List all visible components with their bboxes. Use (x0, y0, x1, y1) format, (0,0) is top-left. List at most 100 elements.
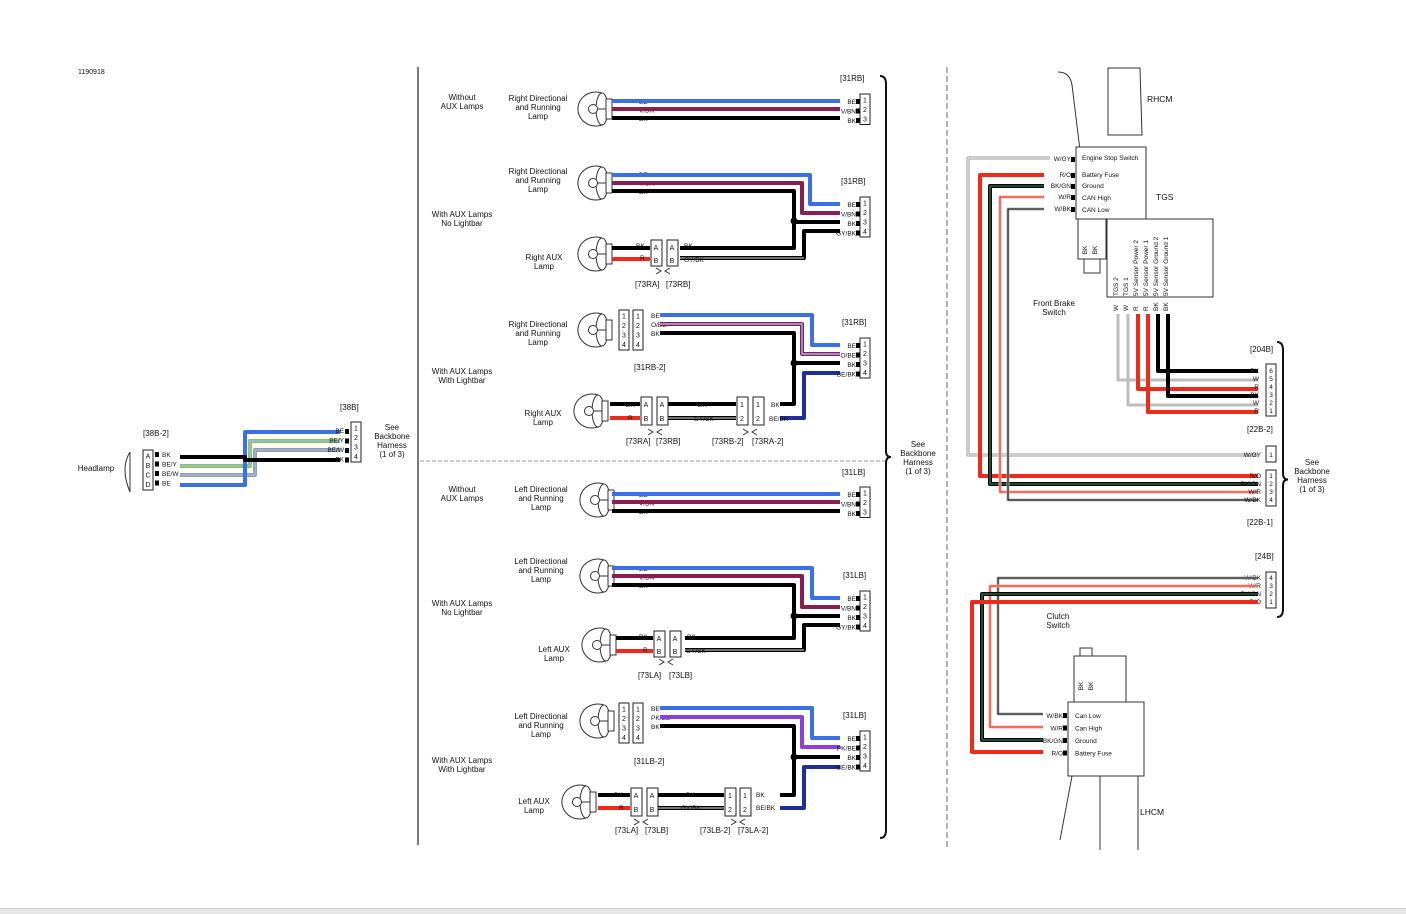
tgs-pin-label: 5V Sensor Ground 1 (1163, 236, 1170, 296)
wire-code: BK (847, 362, 856, 369)
mate-arrow (664, 267, 671, 275)
lamp-label: Left Directional (514, 712, 568, 721)
variant-label: Without (448, 93, 476, 102)
wire-stripe (981, 593, 1258, 741)
pin-letter: B (650, 807, 655, 814)
terminal (345, 438, 349, 444)
wire-w (1126, 314, 1258, 407)
tgs-housing (1106, 218, 1214, 298)
terminal (856, 511, 860, 516)
pin-number: 3 (863, 117, 867, 124)
connector-73rb (666, 239, 679, 267)
wire-code: BK (756, 792, 765, 799)
wire-be-y (180, 439, 340, 468)
wire-bk (612, 583, 840, 618)
pin-number: 1 (1269, 408, 1273, 415)
wire-code: W/BK (1244, 497, 1261, 504)
pin-number: 3 (354, 445, 358, 452)
pin-number: 3 (1269, 583, 1273, 590)
pin-letter: B (660, 416, 665, 423)
pin-letter: A (670, 245, 675, 252)
wire-code: O/BE (651, 322, 667, 329)
pin-number: 4 (636, 342, 640, 349)
pin-letter: B (670, 258, 675, 265)
pin-number: 3 (863, 754, 867, 761)
pin-number: 6 (1269, 368, 1273, 375)
mate-arrow (642, 818, 649, 826)
wire-code: V/BN (841, 502, 856, 509)
connector-31lb-2-lamp (618, 702, 630, 744)
wire-code: BK (698, 402, 707, 409)
terminal (345, 457, 349, 463)
terminal (856, 745, 860, 751)
terminal (856, 230, 860, 236)
lamp-label: Left AUX (518, 797, 550, 806)
connector-31rb-label: [31RB] (842, 318, 866, 327)
connector-31lb-label: [31LB] (843, 711, 866, 720)
lhcm-grip (1099, 776, 1139, 850)
wire-code: BK/GN (1051, 183, 1072, 190)
lamp-bulb (590, 495, 600, 505)
clutch-switch-label: Switch (1046, 621, 1070, 630)
connector-73rb-2-label: [73RB-2] (712, 437, 744, 446)
wire-code: BE (335, 428, 344, 435)
lamp-label: Left Directional (514, 485, 568, 494)
connector-31lb (859, 590, 871, 632)
pin-number: 4 (863, 370, 867, 377)
wire-code: GY/BK (681, 805, 702, 812)
clutch-switch-plunger (1079, 647, 1093, 657)
lamp-socket (607, 710, 615, 732)
wire-code: V/BN (841, 212, 856, 219)
wire-code: R/O (1249, 473, 1261, 480)
lamp-label: Lamp (531, 730, 552, 739)
lamp-label: and Running (518, 721, 563, 730)
connector-31rb-label: [31RB] (840, 74, 864, 83)
wire-code: BE/Y (162, 462, 177, 469)
pin-number: 2 (636, 716, 640, 723)
clutch-switch-body (1073, 655, 1127, 703)
variant-label: Without (448, 485, 476, 494)
terminal (856, 202, 860, 207)
pin-number: 4 (636, 735, 640, 742)
pin-number: 1 (863, 491, 867, 498)
wire-code: PK/BE (837, 746, 857, 753)
headlamp-label: Headlamp (78, 464, 115, 473)
connector-38b (350, 421, 362, 463)
lamp-label: Lamp (528, 185, 549, 194)
wire-code: BK (1088, 681, 1095, 690)
wire-code: BK (847, 511, 856, 518)
wire-bk (660, 331, 840, 365)
wire-code: BK (687, 634, 696, 641)
connector-31rb-2-label: [31RB-2] (634, 363, 666, 372)
terminal (155, 452, 159, 457)
connector-73lb-2 (724, 787, 737, 817)
terminal (856, 99, 860, 104)
pin-number: 3 (1269, 392, 1273, 399)
variant-label: With Lightbar (438, 765, 485, 774)
wire-code: W/R (1058, 194, 1071, 201)
connector-38b-label: [38B] (340, 403, 359, 412)
wire-code: W/BK (1046, 713, 1063, 720)
terminal (856, 596, 860, 601)
switch-function-label: Engine Stop Switch (1082, 155, 1139, 162)
middle-harness-brace (879, 75, 892, 839)
wire-code: BK (162, 452, 171, 459)
mate-arrow (667, 658, 674, 666)
rhcm-label: RHCM (1147, 94, 1173, 104)
wire-stripe (989, 585, 1258, 728)
connector-22b-1 (1265, 469, 1277, 507)
wire-code: BK (686, 792, 695, 799)
wire-be-w (180, 448, 340, 477)
terminal (1063, 750, 1067, 756)
brake-lever (1057, 71, 1081, 151)
terminal (1071, 184, 1075, 189)
connector-73lb-label: [73LB] (645, 826, 668, 835)
pin-letter: B (654, 258, 659, 265)
connector-31lb-label: [31LB] (843, 571, 866, 580)
wire-code: R (643, 647, 648, 654)
wire-stripe (180, 449, 340, 476)
wire-code: BE/BK (769, 416, 789, 423)
pin-number: 2 (863, 210, 867, 217)
see-backbone-text: (1 of 3) (905, 467, 931, 476)
wire-bk (660, 724, 840, 759)
